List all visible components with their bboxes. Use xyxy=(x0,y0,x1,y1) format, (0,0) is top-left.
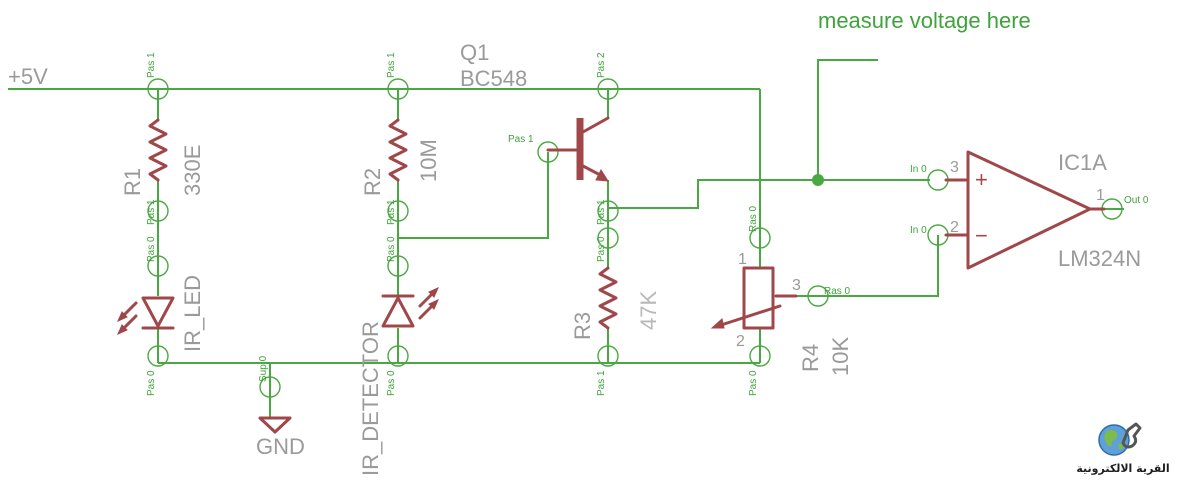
pad-label: Pas 1 xyxy=(146,199,157,225)
r3-name: R3 xyxy=(570,312,595,340)
pad xyxy=(147,200,169,222)
gnd-label: GND xyxy=(256,434,305,459)
q1-transistor-symbol xyxy=(546,116,610,182)
pad-label: Pas 0 xyxy=(386,370,397,396)
pad xyxy=(387,345,409,367)
ir-detector-symbol xyxy=(381,287,439,328)
pad xyxy=(259,376,281,398)
pad xyxy=(807,285,829,307)
opamp-symbol xyxy=(944,150,1106,270)
pad-label: Pas 0 xyxy=(596,236,607,262)
q1-value: BC548 xyxy=(460,66,527,91)
q1-name: Q1 xyxy=(460,40,489,65)
probe-junction xyxy=(812,174,824,186)
logo-text: القرية الالكترونية xyxy=(1076,462,1170,475)
r2-resistor-symbol xyxy=(388,118,408,182)
components xyxy=(117,116,1106,434)
pad-label: Pas 1 xyxy=(596,370,607,396)
ic-name: IC1A xyxy=(1058,150,1107,175)
r1-resistor-symbol xyxy=(148,118,168,182)
pad xyxy=(749,227,771,249)
pad xyxy=(537,141,559,163)
r3-resistor-symbol xyxy=(598,266,618,330)
wires xyxy=(8,59,1124,418)
vcc-label: +5V xyxy=(8,64,48,89)
r1-value: 330E xyxy=(180,145,205,196)
pad-label: Sup 0 xyxy=(258,355,269,382)
pad-label: Pas 0 xyxy=(146,236,157,262)
r4-name: R4 xyxy=(798,344,823,372)
pad-label: Pas 0 xyxy=(748,370,759,396)
pad xyxy=(597,227,619,249)
pad-label: Ras 0 xyxy=(824,286,851,297)
pad xyxy=(749,345,771,367)
pad-label: Pas 0 xyxy=(386,236,397,262)
pin-number: 2 xyxy=(950,219,959,236)
pad xyxy=(147,345,169,367)
pad-label: Pas 1 xyxy=(386,199,397,225)
pad xyxy=(387,255,409,277)
detector-to-base xyxy=(398,152,549,239)
pad-label: Pas 1 xyxy=(386,52,397,78)
led-name: IR_LED xyxy=(180,275,205,352)
pad-label: Pas 0 xyxy=(146,370,157,396)
pad-label: Pas 1 xyxy=(508,134,534,145)
detector-name: IR_DETECTOR xyxy=(358,321,383,476)
pin-numbers: 1 2 3 3 2 1 + − xyxy=(736,159,1105,350)
pad-label: Ras 0 xyxy=(748,205,759,232)
pad xyxy=(387,78,409,100)
pad xyxy=(147,255,169,277)
r2-name: R2 xyxy=(360,168,385,196)
pin-number: 3 xyxy=(950,159,959,176)
emitter-to-noninv xyxy=(608,179,930,209)
measure-annotation: measure voltage here xyxy=(818,8,1031,33)
pad-label: In 0 xyxy=(910,225,927,236)
pad xyxy=(597,200,619,222)
gnd-symbol xyxy=(258,416,292,434)
ir-led-symbol xyxy=(117,296,175,335)
r4-potentiometer-symbol xyxy=(710,266,798,330)
pad-label: Out 0 xyxy=(1124,195,1149,206)
opamp-plus-sign: + xyxy=(975,167,988,192)
ic-value: LM324N xyxy=(1058,246,1141,271)
opamp-minus-sign: − xyxy=(975,223,988,248)
pad-label: Pas 1 xyxy=(146,52,157,78)
pads xyxy=(147,78,1123,398)
r1-name: R1 xyxy=(120,168,145,196)
pad xyxy=(597,345,619,367)
pad xyxy=(387,200,409,222)
pad xyxy=(147,78,169,100)
r4-value: 10K xyxy=(828,337,853,376)
probe-line xyxy=(817,59,878,180)
pad-labels: Pas 1 Pas 1 Pas 0 Pas 0 Pas 1 Pas 1 Pas … xyxy=(146,52,1149,396)
pin-number: 2 xyxy=(736,333,745,350)
pad-label: Pas 1 xyxy=(596,199,607,225)
pad-label: In 0 xyxy=(910,164,927,175)
part-labels: +5V R1 330E R2 10M Q1 BC548 R3 47K R4 10… xyxy=(8,40,1141,476)
r3-value: 47K xyxy=(636,291,661,330)
pad-label: Pas 2 xyxy=(596,52,607,78)
r2-value: 10M xyxy=(416,139,441,182)
globe-wrench-icon xyxy=(1098,422,1142,456)
pad xyxy=(597,78,619,100)
pin-number: 3 xyxy=(792,277,801,294)
wiper-to-inv xyxy=(776,235,939,297)
pin-number: 1 xyxy=(738,251,747,268)
pin-number: 1 xyxy=(1096,187,1105,204)
